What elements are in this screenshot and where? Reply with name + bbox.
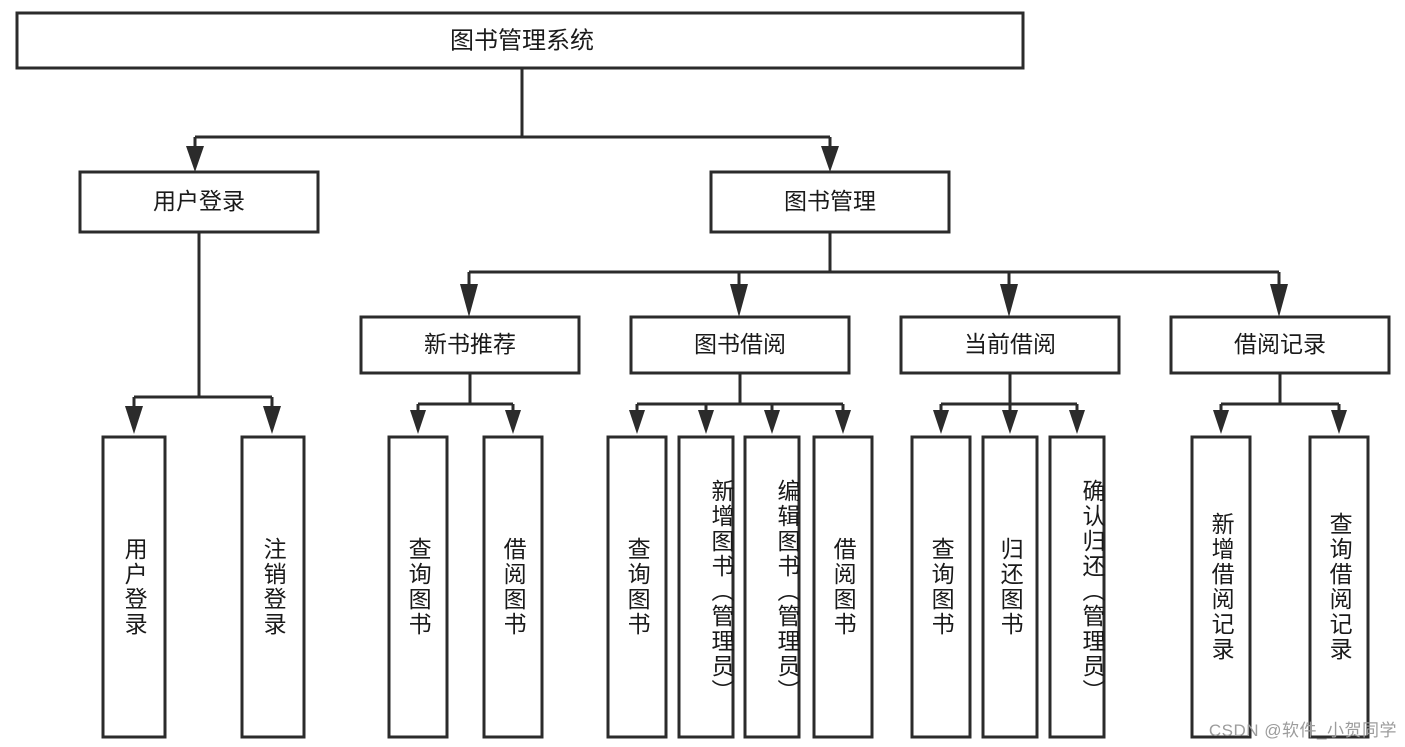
arrow-head-icon <box>730 284 748 317</box>
arrow-head-icon <box>698 410 714 434</box>
arrow-head-icon <box>460 284 478 317</box>
arrow-head-icon <box>410 410 426 434</box>
node-current-borrow[interactable]: 当前借阅 <box>899 315 1121 375</box>
arrow-head-icon <box>1002 410 1018 434</box>
connector-book-borrow-to-leaves <box>629 373 851 434</box>
connector-borrow-record-to-leaves <box>1213 373 1347 434</box>
node-user-login-label: 用户登录 <box>153 188 245 214</box>
leaf-box[interactable] <box>101 435 167 739</box>
node-borrow-record[interactable]: 借阅记录 <box>1169 315 1391 375</box>
leaf-box[interactable] <box>482 435 544 739</box>
arrow-head-icon <box>835 410 851 434</box>
leaf-box[interactable] <box>606 435 668 739</box>
arrow-head-icon <box>125 406 143 434</box>
node-book-management-label: 图书管理 <box>784 188 876 214</box>
connector-book-management-to-level3 <box>460 232 1288 317</box>
node-borrow-record-label: 借阅记录 <box>1234 331 1326 357</box>
connector-new-book-recommend-to-leaves <box>410 373 521 434</box>
node-user-login[interactable]: 用户登录 <box>78 170 320 234</box>
arrow-head-icon <box>505 410 521 434</box>
leaf-box[interactable] <box>981 435 1039 739</box>
arrow-head-icon <box>263 406 281 434</box>
connector-current-borrow-to-leaves <box>933 373 1085 434</box>
node-book-borrow[interactable]: 图书借阅 <box>629 315 851 375</box>
arrow-head-icon <box>186 146 204 172</box>
arrow-head-icon <box>629 410 645 434</box>
node-book-borrow-label: 图书借阅 <box>694 331 786 357</box>
node-root-label: 图书管理系统 <box>450 27 594 54</box>
leaf-box[interactable] <box>1190 435 1252 739</box>
leaf-box[interactable] <box>743 435 801 739</box>
connector-root-to-level2 <box>186 68 839 172</box>
connector-user-login-to-leaves <box>125 232 281 434</box>
node-new-book-recommend-label: 新书推荐 <box>424 331 516 357</box>
leaf-box[interactable] <box>240 435 306 739</box>
leaf-box[interactable] <box>812 435 874 739</box>
leaf-box[interactable] <box>387 435 449 739</box>
leaf-box[interactable] <box>910 435 972 739</box>
arrow-head-icon <box>1000 284 1018 317</box>
arrow-head-icon <box>1213 410 1229 434</box>
arrow-head-icon <box>1069 410 1085 434</box>
arrow-head-icon <box>1331 410 1347 434</box>
node-root[interactable]: 图书管理系统 <box>15 11 1025 70</box>
node-current-borrow-label: 当前借阅 <box>964 331 1056 357</box>
node-new-book-recommend[interactable]: 新书推荐 <box>359 315 581 375</box>
leaf-box[interactable] <box>1048 435 1106 739</box>
arrow-head-icon <box>1270 284 1288 317</box>
arrow-head-icon <box>821 146 839 172</box>
leaf-box[interactable] <box>1308 435 1370 739</box>
leaf-boxes <box>101 435 1370 739</box>
arrow-head-icon <box>933 410 949 434</box>
watermark: CSDN @软件_小贺同学 <box>1208 721 1397 740</box>
node-book-management[interactable]: 图书管理 <box>709 170 951 234</box>
leaf-box[interactable] <box>677 435 735 739</box>
arrow-head-icon <box>764 410 780 434</box>
